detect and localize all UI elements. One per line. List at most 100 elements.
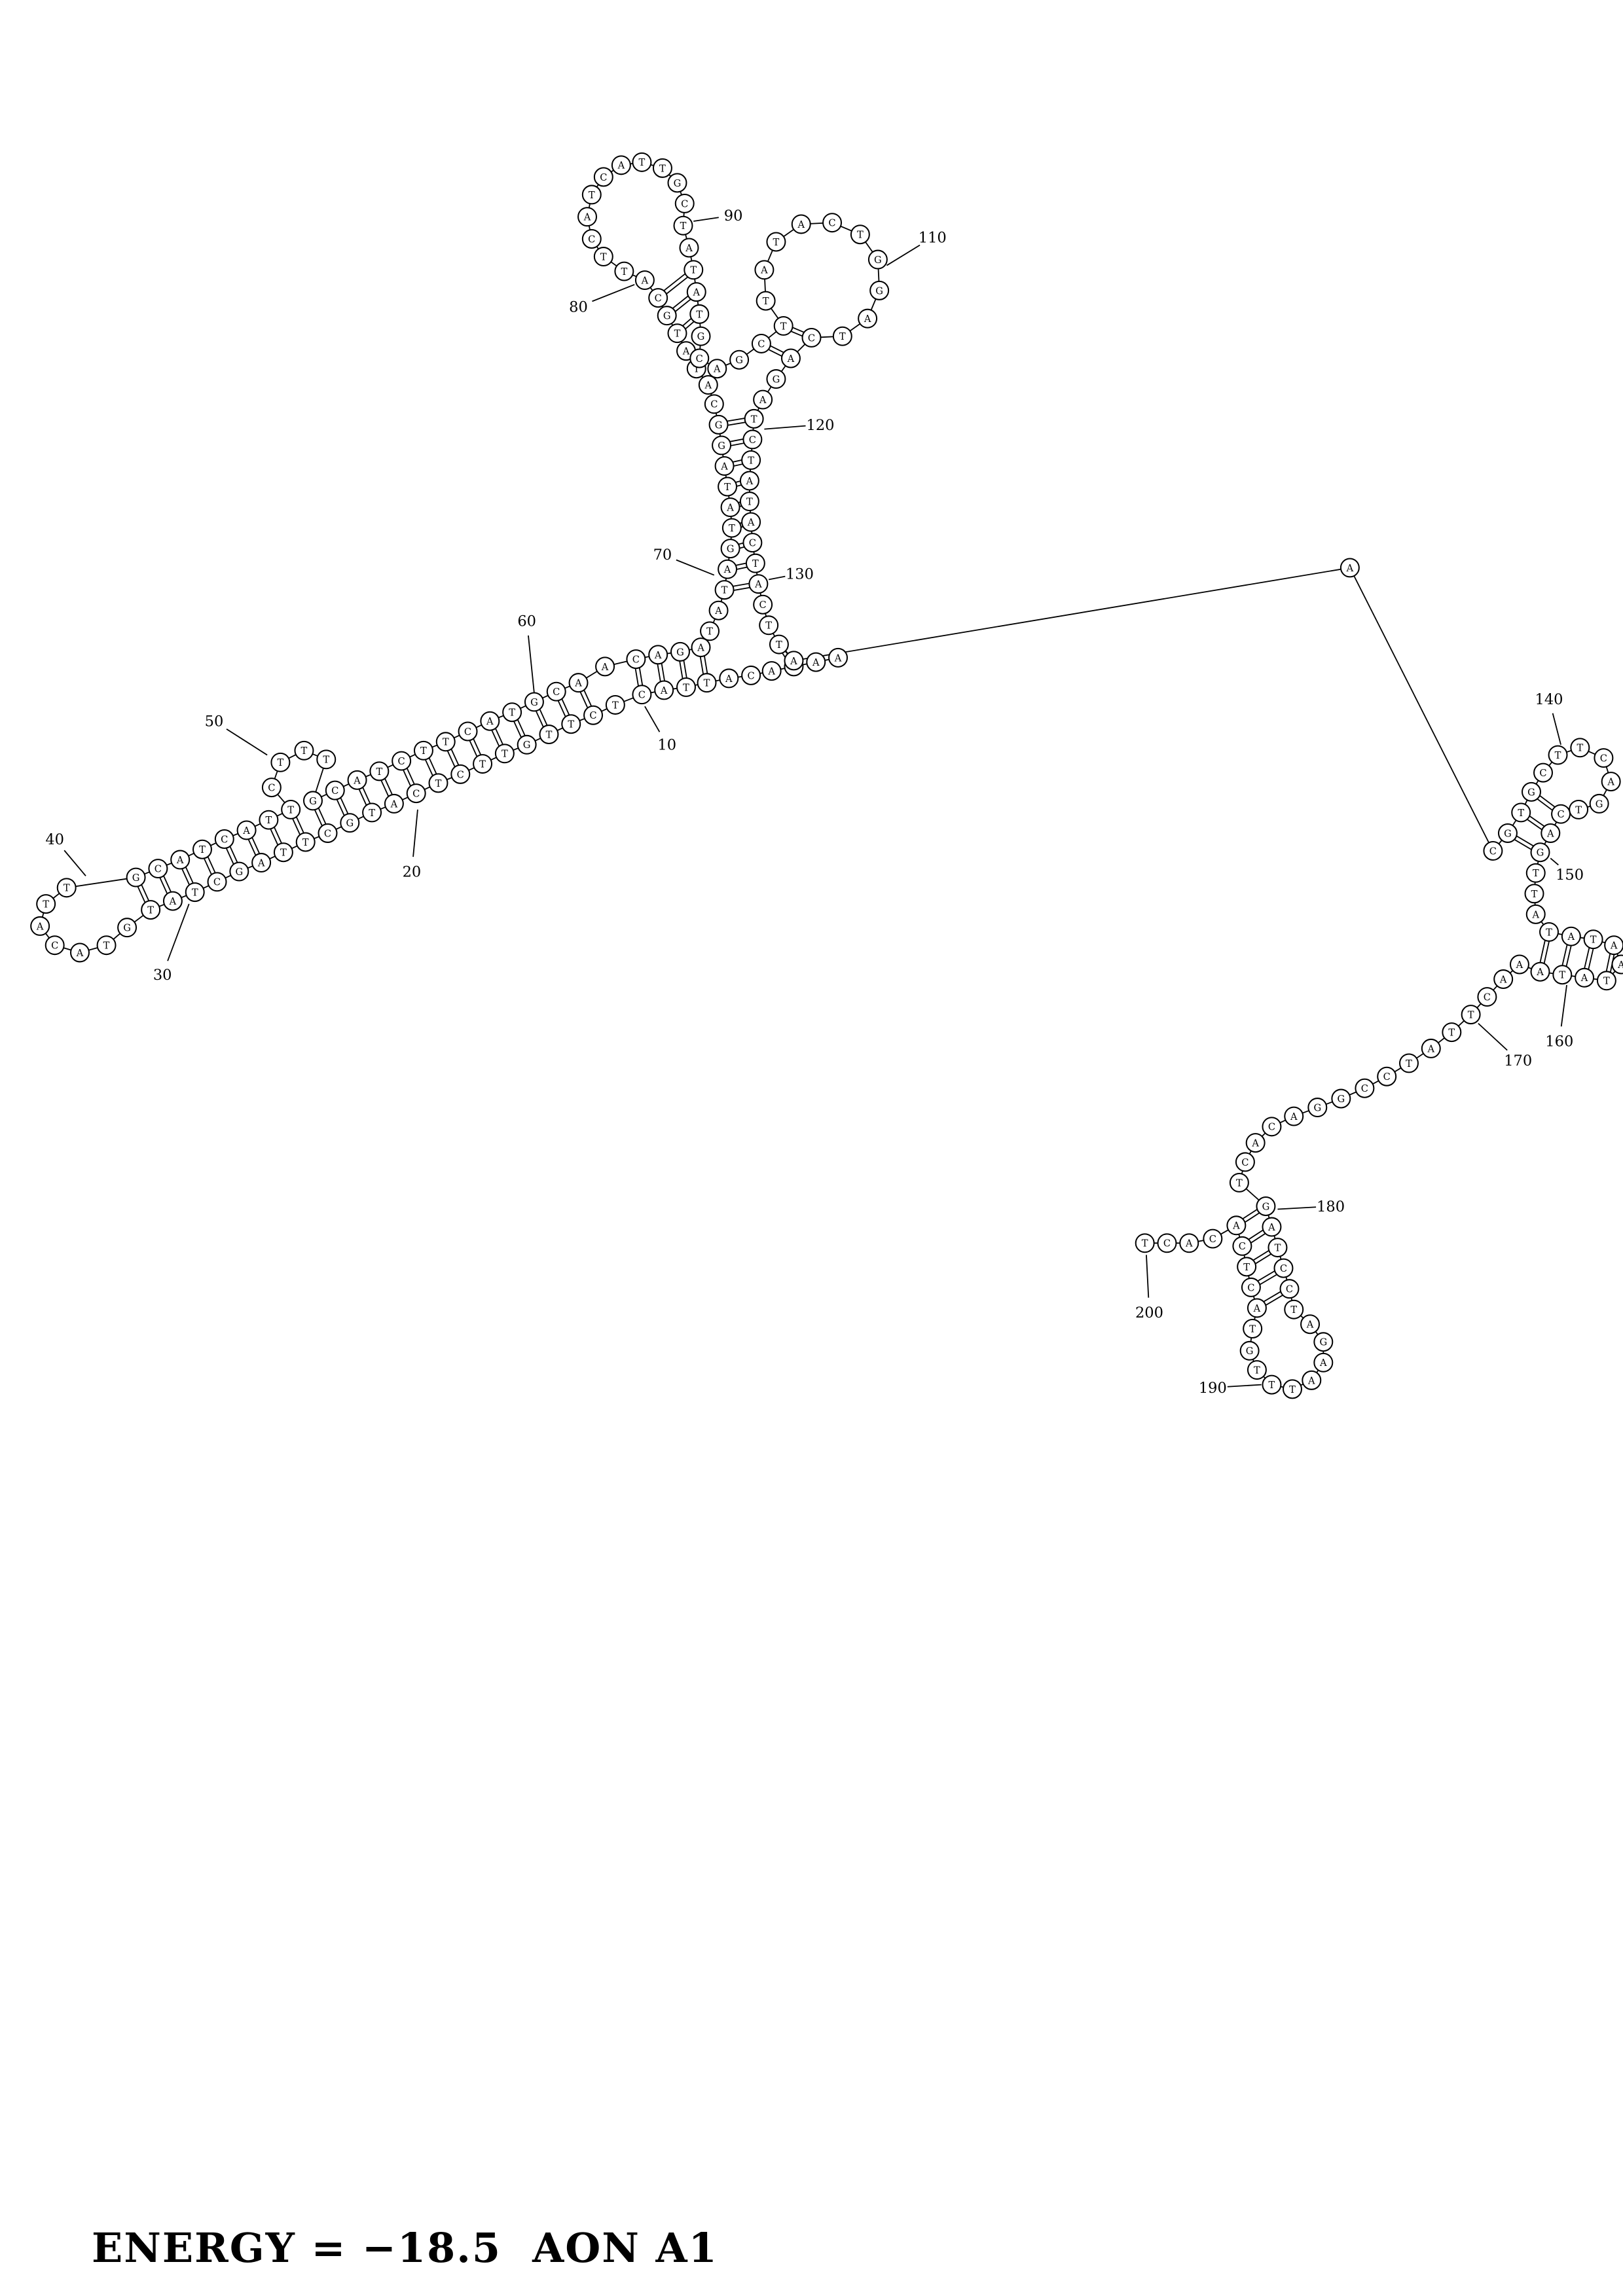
nucleotide-circle — [869, 280, 890, 300]
nucleotide-circle — [1239, 1340, 1260, 1361]
nucleotide-circle — [96, 935, 117, 956]
nucleotide-circle — [1247, 1360, 1267, 1380]
nucleotide-circle — [1530, 961, 1550, 982]
label-leader-line — [1552, 713, 1561, 745]
nucleotide-letter: T — [1590, 935, 1597, 946]
nucleotide-letter: C — [710, 399, 718, 410]
nucleotide-letter: T — [612, 700, 619, 711]
nucleotide-circle — [691, 637, 711, 658]
nucleotide-letter: T — [1603, 976, 1610, 987]
nucleotide-letter: T — [729, 523, 735, 534]
position-label: 140 — [1535, 691, 1563, 708]
nucleotide-letter: T — [746, 496, 753, 507]
nucleotide-circle — [1284, 1299, 1304, 1319]
nucleotide-letter: T — [479, 759, 486, 770]
nucleotide-letter: A — [725, 673, 733, 685]
nucleotide-circle — [1561, 926, 1581, 946]
nucleotide-circle — [170, 850, 191, 870]
nucleotide-circle — [674, 193, 695, 213]
nucleotide-letter: A — [617, 160, 625, 171]
nucleotide-circle — [568, 673, 589, 693]
nucleotide-letter: T — [857, 230, 864, 241]
nucleotide-circle — [117, 918, 137, 938]
nucleotide-letter: A — [1546, 828, 1554, 839]
nucleotide-letter: T — [103, 941, 110, 952]
nucleotide-circle — [1575, 967, 1595, 988]
nucleotide-circle — [502, 702, 522, 723]
nucleotide-letter: C — [1247, 1282, 1254, 1293]
nucleotide-letter: T — [1290, 1304, 1297, 1316]
nucleotide-letter: A — [1536, 967, 1544, 978]
nucleotide-circle — [676, 677, 696, 697]
label-leader-line — [644, 706, 661, 732]
nucleotide-letter: T — [721, 585, 728, 596]
nucleotide-circle — [1525, 904, 1546, 924]
label-leader-line — [412, 809, 418, 857]
nucleotide-circle — [652, 158, 672, 178]
nucleotide-letter: G — [875, 285, 883, 296]
nucleotide-circle — [207, 872, 227, 892]
nucleotide-letter: T — [1249, 1323, 1256, 1335]
nucleotide-circle — [1522, 781, 1541, 802]
nucleotide-letter: A — [1617, 960, 1623, 971]
label-leader-line — [1478, 1022, 1508, 1051]
nucleotide-circle — [384, 793, 404, 814]
nucleotide-circle — [295, 832, 316, 852]
nucleotide-letter: T — [1142, 1238, 1148, 1249]
nucleotide-circle — [494, 744, 515, 764]
nucleotide-circle — [1511, 802, 1531, 823]
nucleotide-circle — [689, 304, 710, 324]
nucleotide-circle — [1552, 965, 1573, 985]
position-label: 190 — [1199, 1380, 1227, 1397]
nucleotide-circle — [1541, 823, 1561, 843]
nucleotide-circle — [648, 288, 668, 308]
nucleotide-letter: T — [674, 329, 681, 340]
nucleotide-letter: A — [1567, 931, 1575, 942]
label-leader-line — [1146, 1255, 1150, 1298]
nucleotide-circle — [704, 394, 724, 414]
nucleotide-circle — [480, 711, 500, 731]
nucleotide-circle — [1594, 748, 1614, 768]
nucleotide-circle — [1596, 971, 1616, 991]
nucleotide-letter: A — [682, 346, 690, 357]
nucleotide-circle — [714, 580, 735, 600]
nucleotide-letter: T — [693, 364, 700, 375]
nucleotide-letter: G — [309, 796, 317, 807]
nucleotide-letter: T — [752, 558, 759, 569]
nucleotide-letter: A — [641, 275, 649, 286]
nucleotide-circle — [318, 823, 338, 843]
nucleotide-letter: T — [278, 757, 284, 768]
nucleotide-letter: T — [639, 157, 646, 168]
nucleotide-circle — [657, 306, 677, 326]
nucleotide-letter: G — [1596, 798, 1603, 810]
nucleotide-circle — [1262, 1374, 1282, 1395]
nucleotide-letter: A — [754, 579, 762, 590]
nucleotide-letter: A — [767, 666, 775, 677]
nucleotide-letter: T — [546, 729, 553, 740]
nucleotide-letter: C — [553, 687, 560, 698]
nucleotide-circle — [1399, 1053, 1419, 1073]
nucleotide-circle — [1237, 1257, 1257, 1277]
nucleotide-circle — [1421, 1038, 1441, 1058]
nucleotide-circle — [406, 783, 426, 804]
nucleotide-letter: G — [676, 647, 684, 658]
nucleotide-letter: G — [1319, 1337, 1327, 1348]
nucleotide-circle — [754, 260, 775, 280]
nucleotide-letter: T — [1546, 927, 1552, 938]
nucleotide-circle — [605, 694, 625, 715]
nucleotide-letter: A — [714, 605, 722, 617]
nucleotide-circle — [1256, 1196, 1276, 1216]
nucleotide-circle — [1241, 1277, 1261, 1297]
position-label: 70 — [653, 547, 672, 564]
nucleotide-letter: G — [123, 923, 131, 934]
nucleotide-circle — [1179, 1233, 1199, 1253]
nucleotide-circle — [686, 282, 706, 302]
nucleotide-letter: A — [685, 243, 693, 254]
nucleotide-circle — [1530, 842, 1550, 863]
position-label: 200 — [1135, 1304, 1163, 1321]
nucleotide-circle — [741, 665, 761, 685]
nucleotide-letter: C — [1241, 1157, 1249, 1168]
nucleotide-letter: A — [692, 287, 700, 298]
nucleotide-letter: T — [1289, 1384, 1296, 1395]
